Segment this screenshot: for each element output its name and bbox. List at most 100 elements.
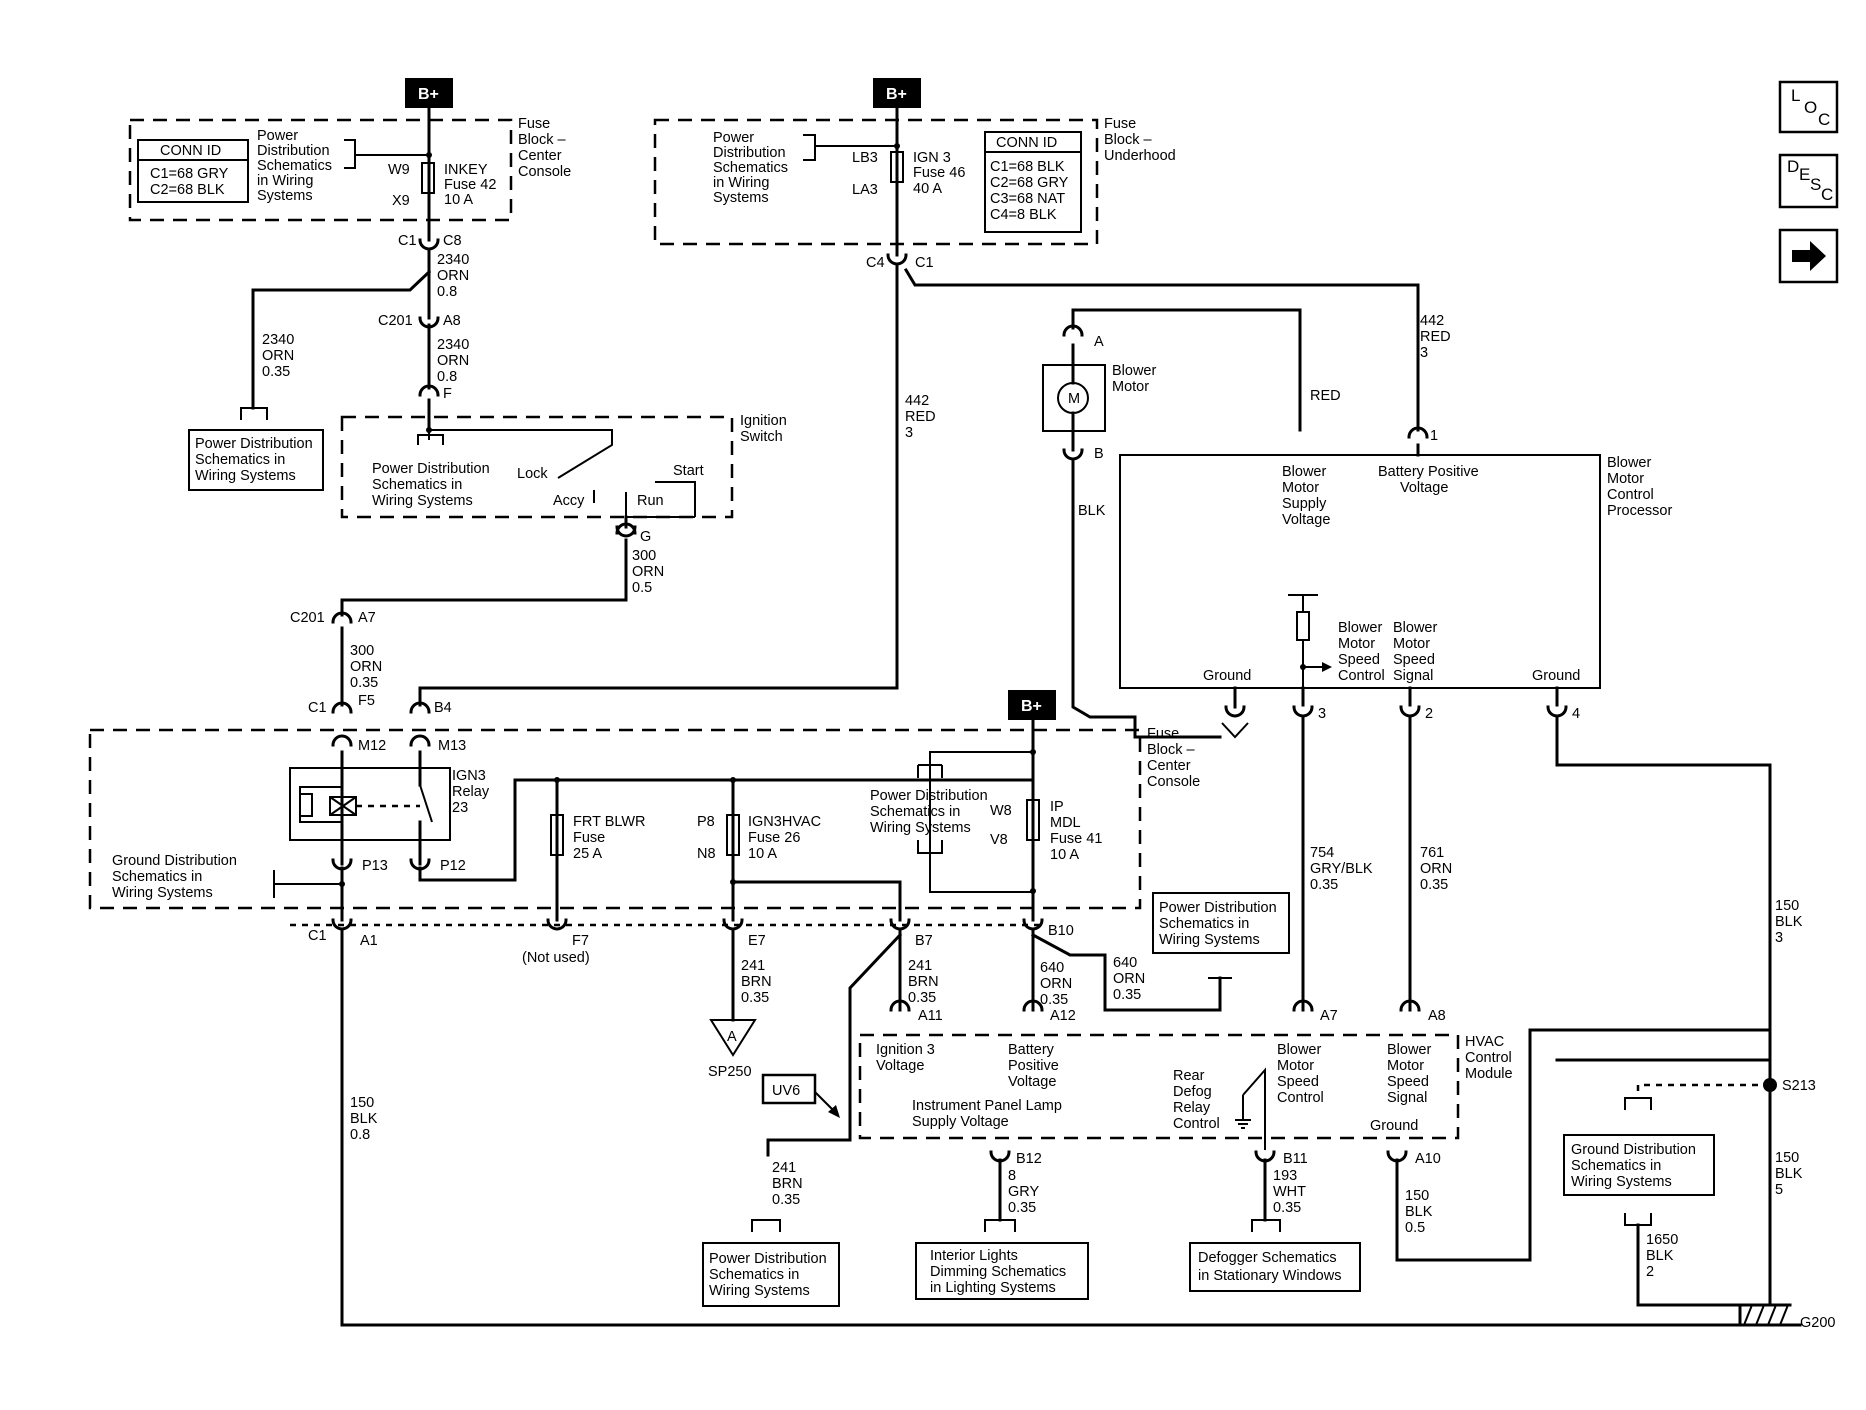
svg-text:Speed: Speed (1387, 1074, 1429, 1090)
svg-text:Motor: Motor (1277, 1058, 1314, 1074)
svg-text:0.8: 0.8 (437, 284, 457, 300)
svg-text:Relay: Relay (1173, 1100, 1211, 1116)
svg-text:B11: B11 (1283, 1151, 1308, 1167)
svg-text:C201: C201 (290, 610, 325, 626)
svg-text:C2=68 GRY: C2=68 GRY (990, 175, 1069, 191)
svg-text:CONN ID: CONN ID (996, 135, 1057, 151)
svg-text:BLK: BLK (1078, 503, 1106, 519)
svg-text:Defog: Defog (1173, 1084, 1212, 1100)
svg-text:in Lighting Systems: in Lighting Systems (930, 1280, 1056, 1296)
svg-text:Ground: Ground (1203, 668, 1251, 684)
svg-text:B7: B7 (915, 933, 933, 949)
svg-text:Power Distribution: Power Distribution (195, 436, 313, 452)
svg-text:300: 300 (350, 643, 374, 659)
svg-text:in Wiring: in Wiring (713, 175, 769, 191)
svg-text:Battery Positive: Battery Positive (1378, 464, 1479, 480)
svg-text:Power Distribution: Power Distribution (1159, 900, 1277, 916)
svg-text:Schematics in: Schematics in (372, 477, 462, 493)
svg-text:X9: X9 (392, 193, 410, 209)
svg-text:C1: C1 (915, 255, 934, 271)
ground-distribution-link[interactable]: Ground Distribution Schematics in Wiring… (1563, 1134, 1715, 1196)
svg-text:C4=8 BLK: C4=8 BLK (990, 207, 1057, 223)
svg-text:Console: Console (518, 164, 571, 180)
svg-text:150: 150 (1405, 1188, 1429, 1204)
svg-text:Schematics in: Schematics in (1159, 916, 1249, 932)
svg-text:Power Distribution: Power Distribution (709, 1251, 827, 1267)
svg-text:Schematics in: Schematics in (709, 1267, 799, 1283)
svg-text:A7: A7 (1320, 1008, 1338, 1024)
svg-text:B12: B12 (1016, 1151, 1042, 1167)
svg-text:25 A: 25 A (573, 846, 602, 862)
svg-text:Supply Voltage: Supply Voltage (912, 1114, 1009, 1130)
svg-text:Distribution: Distribution (257, 143, 330, 159)
svg-text:E: E (1799, 165, 1810, 184)
svg-text:Blower: Blower (1393, 620, 1437, 636)
svg-text:Control: Control (1173, 1116, 1220, 1132)
uv6-option-label: UV6 (761, 1073, 840, 1118)
svg-text:C1: C1 (308, 700, 327, 716)
svg-text:Control: Control (1277, 1090, 1324, 1106)
svg-text:Supply: Supply (1282, 496, 1327, 512)
svg-text:0.8: 0.8 (437, 369, 457, 385)
power-distribution-link-bottom[interactable]: Power Distribution Schematics in Wiring … (702, 1219, 840, 1307)
svg-text:ORN: ORN (1420, 861, 1452, 877)
arrow-right-icon (1792, 241, 1826, 271)
svg-text:Positive: Positive (1008, 1058, 1059, 1074)
svg-text:241: 241 (741, 958, 765, 974)
svg-text:3: 3 (1775, 930, 1783, 946)
svg-text:0.35: 0.35 (262, 364, 290, 380)
svg-text:761: 761 (1420, 845, 1444, 861)
svg-text:0.35: 0.35 (1310, 877, 1338, 893)
next-page-button[interactable] (1778, 228, 1839, 284)
svg-text:640: 640 (1040, 960, 1064, 976)
svg-text:0.35: 0.35 (908, 990, 936, 1006)
svg-text:Interior Lights: Interior Lights (930, 1248, 1018, 1264)
svg-text:2340: 2340 (437, 337, 469, 353)
svg-text:GRY: GRY (1008, 1184, 1039, 1200)
blower-motor-control-processor: Blower Motor Control Processor 1 Blower … (1119, 426, 1672, 689)
ignition-run-wiring: G 300 ORN 0.5 C201 A7 300 ORN 0.35 C1 F5… (290, 515, 664, 754)
desc-button[interactable]: D E S C (1778, 153, 1839, 209)
svg-text:Rear: Rear (1173, 1068, 1205, 1084)
svg-text:C8: C8 (443, 233, 462, 249)
svg-text:5: 5 (1775, 1182, 1783, 1198)
svg-text:Signal: Signal (1393, 668, 1433, 684)
svg-text:Schematics: Schematics (713, 160, 788, 176)
svg-text:C3=68 NAT: C3=68 NAT (990, 191, 1065, 207)
svg-text:ORN: ORN (437, 353, 469, 369)
power-distribution-link-mid[interactable]: Power Distribution Schematics in Wiring … (1152, 892, 1290, 954)
svg-text:0.35: 0.35 (1420, 877, 1448, 893)
svg-text:Power Distribution: Power Distribution (372, 461, 490, 477)
svg-text:SP250: SP250 (708, 1064, 752, 1080)
svg-text:Power: Power (257, 128, 298, 144)
interior-lights-link[interactable]: Interior Lights Dimming Schematics in Li… (915, 1219, 1089, 1300)
svg-text:BRN: BRN (908, 974, 939, 990)
svg-text:Fuse: Fuse (1104, 116, 1136, 132)
svg-text:3: 3 (1420, 345, 1428, 361)
svg-text:UV6: UV6 (772, 1083, 800, 1099)
svg-text:S213: S213 (1782, 1078, 1816, 1094)
svg-text:Motor: Motor (1387, 1058, 1424, 1074)
svg-text:Accy: Accy (553, 493, 585, 509)
svg-text:E7: E7 (748, 933, 766, 949)
svg-text:0.35: 0.35 (1113, 987, 1141, 1003)
svg-text:10 A: 10 A (748, 846, 777, 862)
svg-text:Wiring Systems: Wiring Systems (112, 885, 213, 901)
svg-text:C4: C4 (866, 255, 885, 271)
power-distribution-link-left[interactable]: Power Distribution Schematics in Wiring … (188, 407, 324, 491)
svg-text:Motor: Motor (1393, 636, 1430, 652)
fuse-ign3hvac-26 (726, 814, 740, 856)
svg-text:Switch: Switch (740, 429, 783, 445)
svg-text:C: C (1818, 110, 1830, 129)
svg-text:754: 754 (1310, 845, 1334, 861)
svg-text:2: 2 (1646, 1264, 1654, 1280)
svg-text:O: O (1804, 98, 1817, 117)
svg-text:300: 300 (632, 548, 656, 564)
svg-text:Blower: Blower (1338, 620, 1382, 636)
loc-button[interactable]: L O C (1778, 80, 1839, 134)
svg-text:Lock: Lock (517, 466, 548, 482)
svg-text:RED: RED (905, 409, 936, 425)
svg-text:BLK: BLK (1775, 914, 1803, 930)
defogger-link[interactable]: Defogger Schematics in Stationary Window… (1189, 1219, 1361, 1292)
svg-text:BLK: BLK (1646, 1248, 1674, 1264)
